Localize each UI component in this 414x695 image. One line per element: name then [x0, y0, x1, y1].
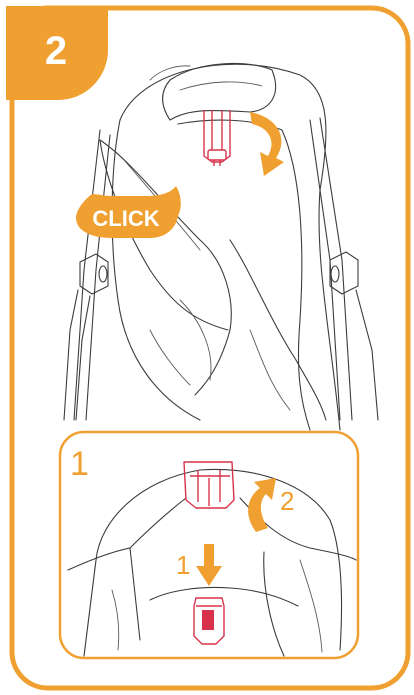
curved-arrow-label: 2 — [280, 486, 294, 516]
inset-number: 1 — [70, 445, 89, 483]
down-arrow-label: 1 — [176, 550, 190, 580]
inset-panel: 1 1 — [60, 432, 358, 658]
step-badge: 2 — [6, 6, 108, 100]
step-number: 2 — [45, 29, 67, 73]
click-label: CLICK — [92, 206, 159, 231]
